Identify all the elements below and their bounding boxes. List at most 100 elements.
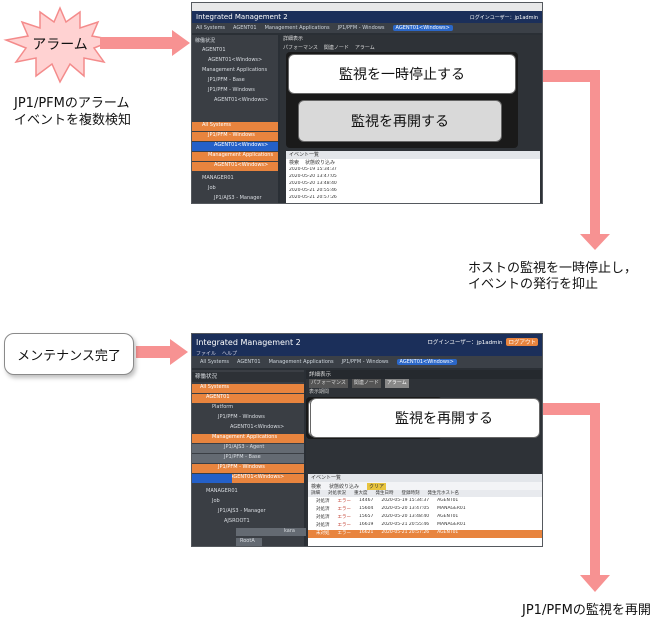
tree-pfm-windows[interactable]: JP1/PFM - Windows bbox=[218, 414, 265, 420]
bottom-logout-button[interactable]: ログアウト bbox=[506, 338, 538, 346]
event-row[interactable]: 対処済 エラー 16619 2020-05-21 20:55:46 MANAGE… bbox=[308, 522, 542, 530]
crumb-active[interactable]: AGENT01<Windows> bbox=[396, 359, 457, 365]
event-row[interactable]: 対処済 エラー 14467 2020-05-19 15:34:37 AGENT0… bbox=[308, 498, 542, 506]
tree-manager01[interactable]: MANAGER01 bbox=[206, 488, 238, 494]
top-event-toolbar: 検索 状態絞り込み bbox=[286, 159, 540, 166]
maintenance-callout: メンテナンス完了 bbox=[4, 333, 134, 375]
tree-job[interactable]: Job bbox=[212, 498, 220, 504]
top-breadcrumb: All Systems AGENT01 Management Applicati… bbox=[192, 23, 542, 33]
tree-agent01[interactable]: AGENT01 bbox=[192, 394, 304, 403]
top-tree-item-alarm[interactable]: Management Applications bbox=[192, 152, 278, 161]
top-event-list: イベント一覧 検索 状態絞り込み 2020-05-19 15:34:37 202… bbox=[286, 151, 540, 203]
col-status[interactable]: 対処状況 bbox=[328, 491, 346, 496]
event-time: 2020-05-19 15:34:37 bbox=[381, 498, 430, 503]
event-time: 2020-05-20 13:47:05 bbox=[381, 506, 430, 511]
event-host: AGENT01 bbox=[437, 498, 459, 503]
bottom-app-header: Integrated Management 2 ログインユーザー：jp1admi… bbox=[192, 334, 542, 350]
bottom-sub-header: 表示期間 bbox=[309, 389, 330, 395]
tree-pfm-windows-2[interactable]: JP1/PFM - Windows bbox=[192, 464, 304, 473]
top-app-header: Integrated Management 2 ログインユーザー：jp1admi… bbox=[192, 11, 542, 23]
event-status: 対処済 bbox=[316, 515, 330, 520]
col-severity[interactable]: 重大度 bbox=[354, 491, 368, 496]
event-severity: エラー bbox=[337, 499, 352, 504]
event-time: 2020-05-21 20:57:26 bbox=[381, 530, 430, 535]
top-filter-button[interactable]: 状態絞り込み bbox=[305, 160, 336, 166]
top-tree-item[interactable]: MANAGER01 bbox=[202, 175, 234, 181]
top-tree-item[interactable]: AGENT01<Windows> bbox=[208, 57, 263, 63]
top-event-row[interactable]: 2020-05-20 13:48:40 bbox=[289, 181, 337, 186]
col-host[interactable]: 発生元ホスト名 bbox=[427, 491, 460, 496]
tree-agent01-windows-selected[interactable]: AGENT01<Windows> bbox=[192, 474, 304, 483]
top-tree-item[interactable]: AGENT01<Windows> bbox=[214, 97, 269, 103]
event-severity: エラー bbox=[337, 523, 352, 528]
event-status: 対処済 bbox=[316, 507, 330, 512]
top-tree-item[interactable]: JP1/PFM - Windows bbox=[208, 87, 255, 93]
top-tab-alarm[interactable]: アラーム bbox=[354, 45, 375, 51]
top-tree-item[interactable]: Job bbox=[208, 185, 216, 191]
top-tree-title: 稼働状況 bbox=[195, 38, 216, 44]
tree-platform[interactable]: Platform bbox=[212, 404, 234, 410]
event-row[interactable]: 対処済 エラー 15604 2020-05-20 13:47:05 MANAGE… bbox=[308, 506, 542, 514]
tree-ajs3-agent[interactable]: JP1/AJS3 - Agent bbox=[192, 444, 304, 453]
top-tree-item-alarm[interactable]: All Systems bbox=[192, 122, 278, 131]
tree-pfm-base[interactable]: JP1/PFM - Base bbox=[192, 454, 304, 463]
top-tree-item[interactable]: Management Applications bbox=[202, 67, 268, 73]
tree-management-apps[interactable]: Management Applications bbox=[192, 434, 304, 443]
tab-alarm[interactable]: アラーム bbox=[384, 379, 409, 388]
top-crumb-pfm[interactable]: JP1/PFM - Windows bbox=[337, 25, 385, 31]
top-crumb-all-systems[interactable]: All Systems bbox=[196, 25, 226, 31]
event-filter-button[interactable]: 状態絞り込み bbox=[329, 483, 360, 490]
event-search-button[interactable]: 検索 bbox=[311, 483, 322, 490]
resume-monitoring-button-disabled[interactable]: 監視を再開する bbox=[298, 100, 502, 142]
resume-result-caption: JP1/PFMの監視を再開 bbox=[522, 603, 651, 618]
tab-performance[interactable]: パフォーマンス bbox=[309, 379, 348, 388]
top-tab-performance[interactable]: パフォーマンス bbox=[283, 45, 318, 51]
bottom-app-title: Integrated Management 2 bbox=[196, 337, 301, 347]
event-id: 14467 bbox=[359, 498, 374, 503]
resume-monitoring-menu-item[interactable]: 監視を再開する bbox=[310, 398, 540, 438]
top-tree-item-selected[interactable]: AGENT01<Windows> bbox=[192, 142, 278, 151]
crumb-all-systems[interactable]: All Systems bbox=[200, 359, 230, 365]
menu-help[interactable]: ヘルプ bbox=[222, 351, 238, 357]
tree-kara[interactable]: kara bbox=[236, 528, 306, 536]
crumb-pfm-windows[interactable]: JP1/PFM - Windows bbox=[341, 359, 389, 365]
tree-agent01-windows[interactable]: AGENT01<Windows> bbox=[230, 424, 285, 430]
top-tree-item-alarm[interactable]: JP1/PFM - Windows bbox=[192, 132, 278, 141]
event-id: 15657 bbox=[359, 514, 374, 519]
col-occurred[interactable]: 発生日時 bbox=[375, 491, 394, 496]
top-crumb-platform-apps[interactable]: Management Applications bbox=[264, 25, 330, 31]
top-os-titlebar bbox=[192, 3, 542, 11]
event-row-selected[interactable]: 未対処 エラー 16621 2020-05-21 20:57:26 AGENT0… bbox=[308, 530, 542, 538]
top-crumb-agent01[interactable]: AGENT01 bbox=[233, 25, 257, 31]
col-registered[interactable]: 登録時刻 bbox=[401, 491, 420, 496]
top-event-row[interactable]: 2020-05-19 15:34:37 bbox=[289, 167, 337, 172]
suspend-monitoring-button[interactable]: 監視を一時停止する bbox=[288, 54, 516, 94]
bottom-detail-title: 詳細表示 bbox=[306, 370, 542, 379]
bottom-event-toolbar: 検索 状態絞り込み クリア bbox=[308, 482, 542, 490]
top-tree-item[interactable]: JP1/AJS3 - Manager bbox=[214, 195, 262, 201]
event-host: MANAGER01 bbox=[437, 506, 466, 511]
top-event-row[interactable]: 2020-05-20 13:47:05 bbox=[289, 174, 337, 179]
top-event-row[interactable]: 2020-05-21 20:55:46 bbox=[289, 188, 337, 193]
top-search-button[interactable]: 検索 bbox=[289, 160, 300, 166]
top-tab-related[interactable]: 関連ノード bbox=[323, 45, 349, 51]
event-status: 対処済 bbox=[316, 523, 330, 528]
col-detail[interactable]: 詳細 bbox=[311, 491, 320, 496]
top-tree-item[interactable]: JP1/PFM - Base bbox=[208, 77, 245, 83]
tree-all-systems[interactable]: All Systems bbox=[192, 384, 304, 393]
tree-roota[interactable]: RootA bbox=[236, 538, 262, 546]
tab-related-nodes[interactable]: 関連ノード bbox=[351, 379, 381, 388]
suspend-result-line-2: イベントの発行を抑止 bbox=[468, 277, 599, 292]
crumb-agent01[interactable]: AGENT01 bbox=[237, 359, 261, 365]
top-crumb-active[interactable]: AGENT01<Windows> bbox=[392, 25, 453, 31]
tree-ajs3-manager[interactable]: JP1/AJS3 - Manager bbox=[218, 508, 266, 514]
menu-file[interactable]: ファイル bbox=[196, 351, 217, 357]
suspend-monitoring-label: 監視を一時停止する bbox=[339, 67, 465, 83]
top-tree-item[interactable]: AGENT01 bbox=[202, 47, 226, 53]
crumb-management-apps[interactable]: Management Applications bbox=[268, 359, 334, 365]
event-clear-button[interactable]: クリア bbox=[367, 482, 387, 490]
tree-ajsroot1[interactable]: AJSROOT1 bbox=[224, 518, 250, 524]
top-tree-item-alarm[interactable]: AGENT01<Windows> bbox=[192, 162, 278, 171]
event-row[interactable]: 対処済 エラー 15657 2020-05-20 13:48:40 AGENT0… bbox=[308, 514, 542, 522]
top-event-row[interactable]: 2020-05-21 20:57:26 bbox=[289, 195, 337, 200]
